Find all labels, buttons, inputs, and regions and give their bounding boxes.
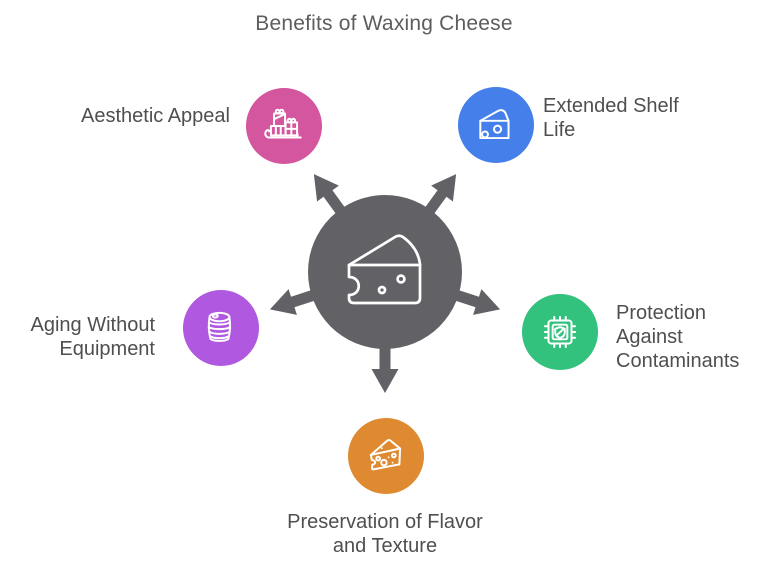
node-preservation-flavor-texture [348, 418, 424, 494]
chip-shield-icon [543, 315, 577, 349]
arrow-left-icon [269, 287, 323, 315]
node-protection-against-contaminants [522, 294, 598, 370]
arrow-right-icon [447, 287, 501, 315]
cheese-block-icon [479, 109, 510, 140]
label-aesthetic-appeal: Aesthetic Appeal [81, 105, 230, 127]
node-aging-without-equipment [183, 290, 259, 366]
cheese-wedge-icon [347, 234, 422, 305]
arrow-up-left-icon [313, 174, 350, 221]
label-aging-without-equipment: Aging Without Equipment [30, 314, 155, 360]
hub-circle [308, 195, 462, 349]
diagram-title: Benefits of Waxing Cheese [255, 12, 513, 35]
node-aesthetic-appeal [246, 88, 322, 164]
arrow-down-icon [371, 340, 399, 393]
label-protection-against-contaminants: Protection Against Contaminants [616, 302, 740, 372]
node-extended-shelf-life [458, 87, 534, 163]
hub-arrows [269, 174, 501, 393]
barrel-icon [207, 311, 232, 342]
arrow-up-right-icon [420, 174, 457, 221]
label-preservation-flavor-texture: Preservation of Flavor and Texture [287, 511, 483, 557]
label-extended-shelf-life: Extended Shelf Life [543, 95, 679, 141]
gift-sled-icon [264, 108, 302, 139]
cheese-slice-icon [369, 439, 402, 471]
